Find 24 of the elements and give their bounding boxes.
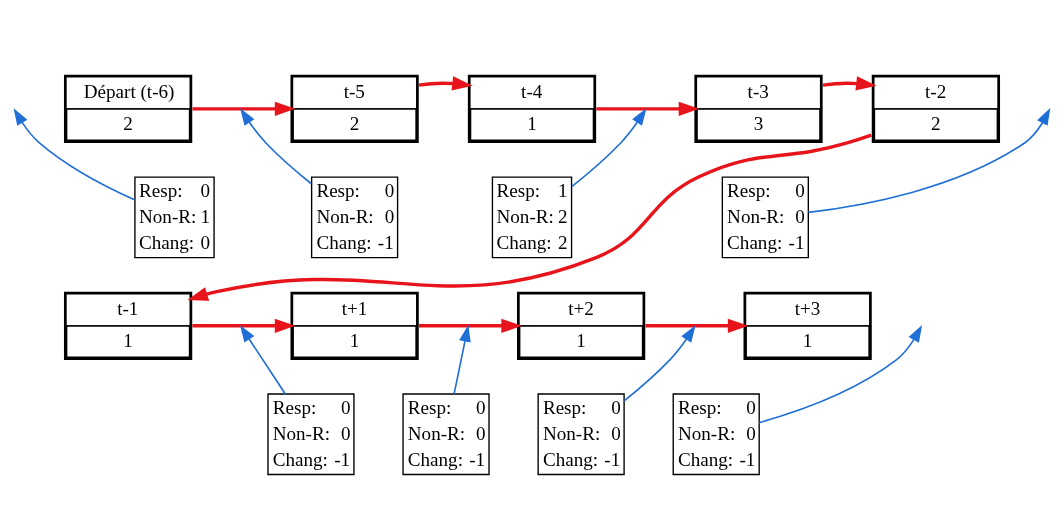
arrow (418, 318, 522, 333)
arrow (822, 75, 877, 91)
node-box: Resp: 0 Non-R: 0 Chang: -1 (721, 175, 809, 258)
arrow (13, 107, 136, 201)
node-box: Resp: 0 Non-R: 0 Chang: -1 (402, 392, 490, 475)
node-box: Resp: 0 Non-R: 0 Chang: -1 (310, 175, 399, 258)
arrow (240, 107, 313, 185)
arrow (453, 324, 471, 395)
arrow (623, 324, 696, 401)
arrow (758, 324, 923, 423)
node-box: Resp: 0 Non-R: 0 Chang: -1 (537, 392, 625, 475)
arrow (192, 101, 296, 116)
arrow (645, 318, 749, 333)
arrow (418, 75, 473, 91)
arrow (807, 107, 1051, 213)
arrow (192, 318, 296, 333)
node-box: Resp: 0 Non-R: 1 Chang: 0 (134, 175, 215, 258)
arrow (596, 101, 700, 116)
arrow (240, 324, 287, 395)
node-box: Resp: 0 Non-R: 0 Chang: -1 (672, 392, 760, 475)
node-box: Resp: 0 Non-R: 0 Chang: -1 (267, 392, 355, 475)
node-box: Resp: 1 Non-R: 2 Chang: 2 (491, 175, 573, 258)
arrow (570, 107, 647, 187)
arrow (187, 133, 872, 301)
